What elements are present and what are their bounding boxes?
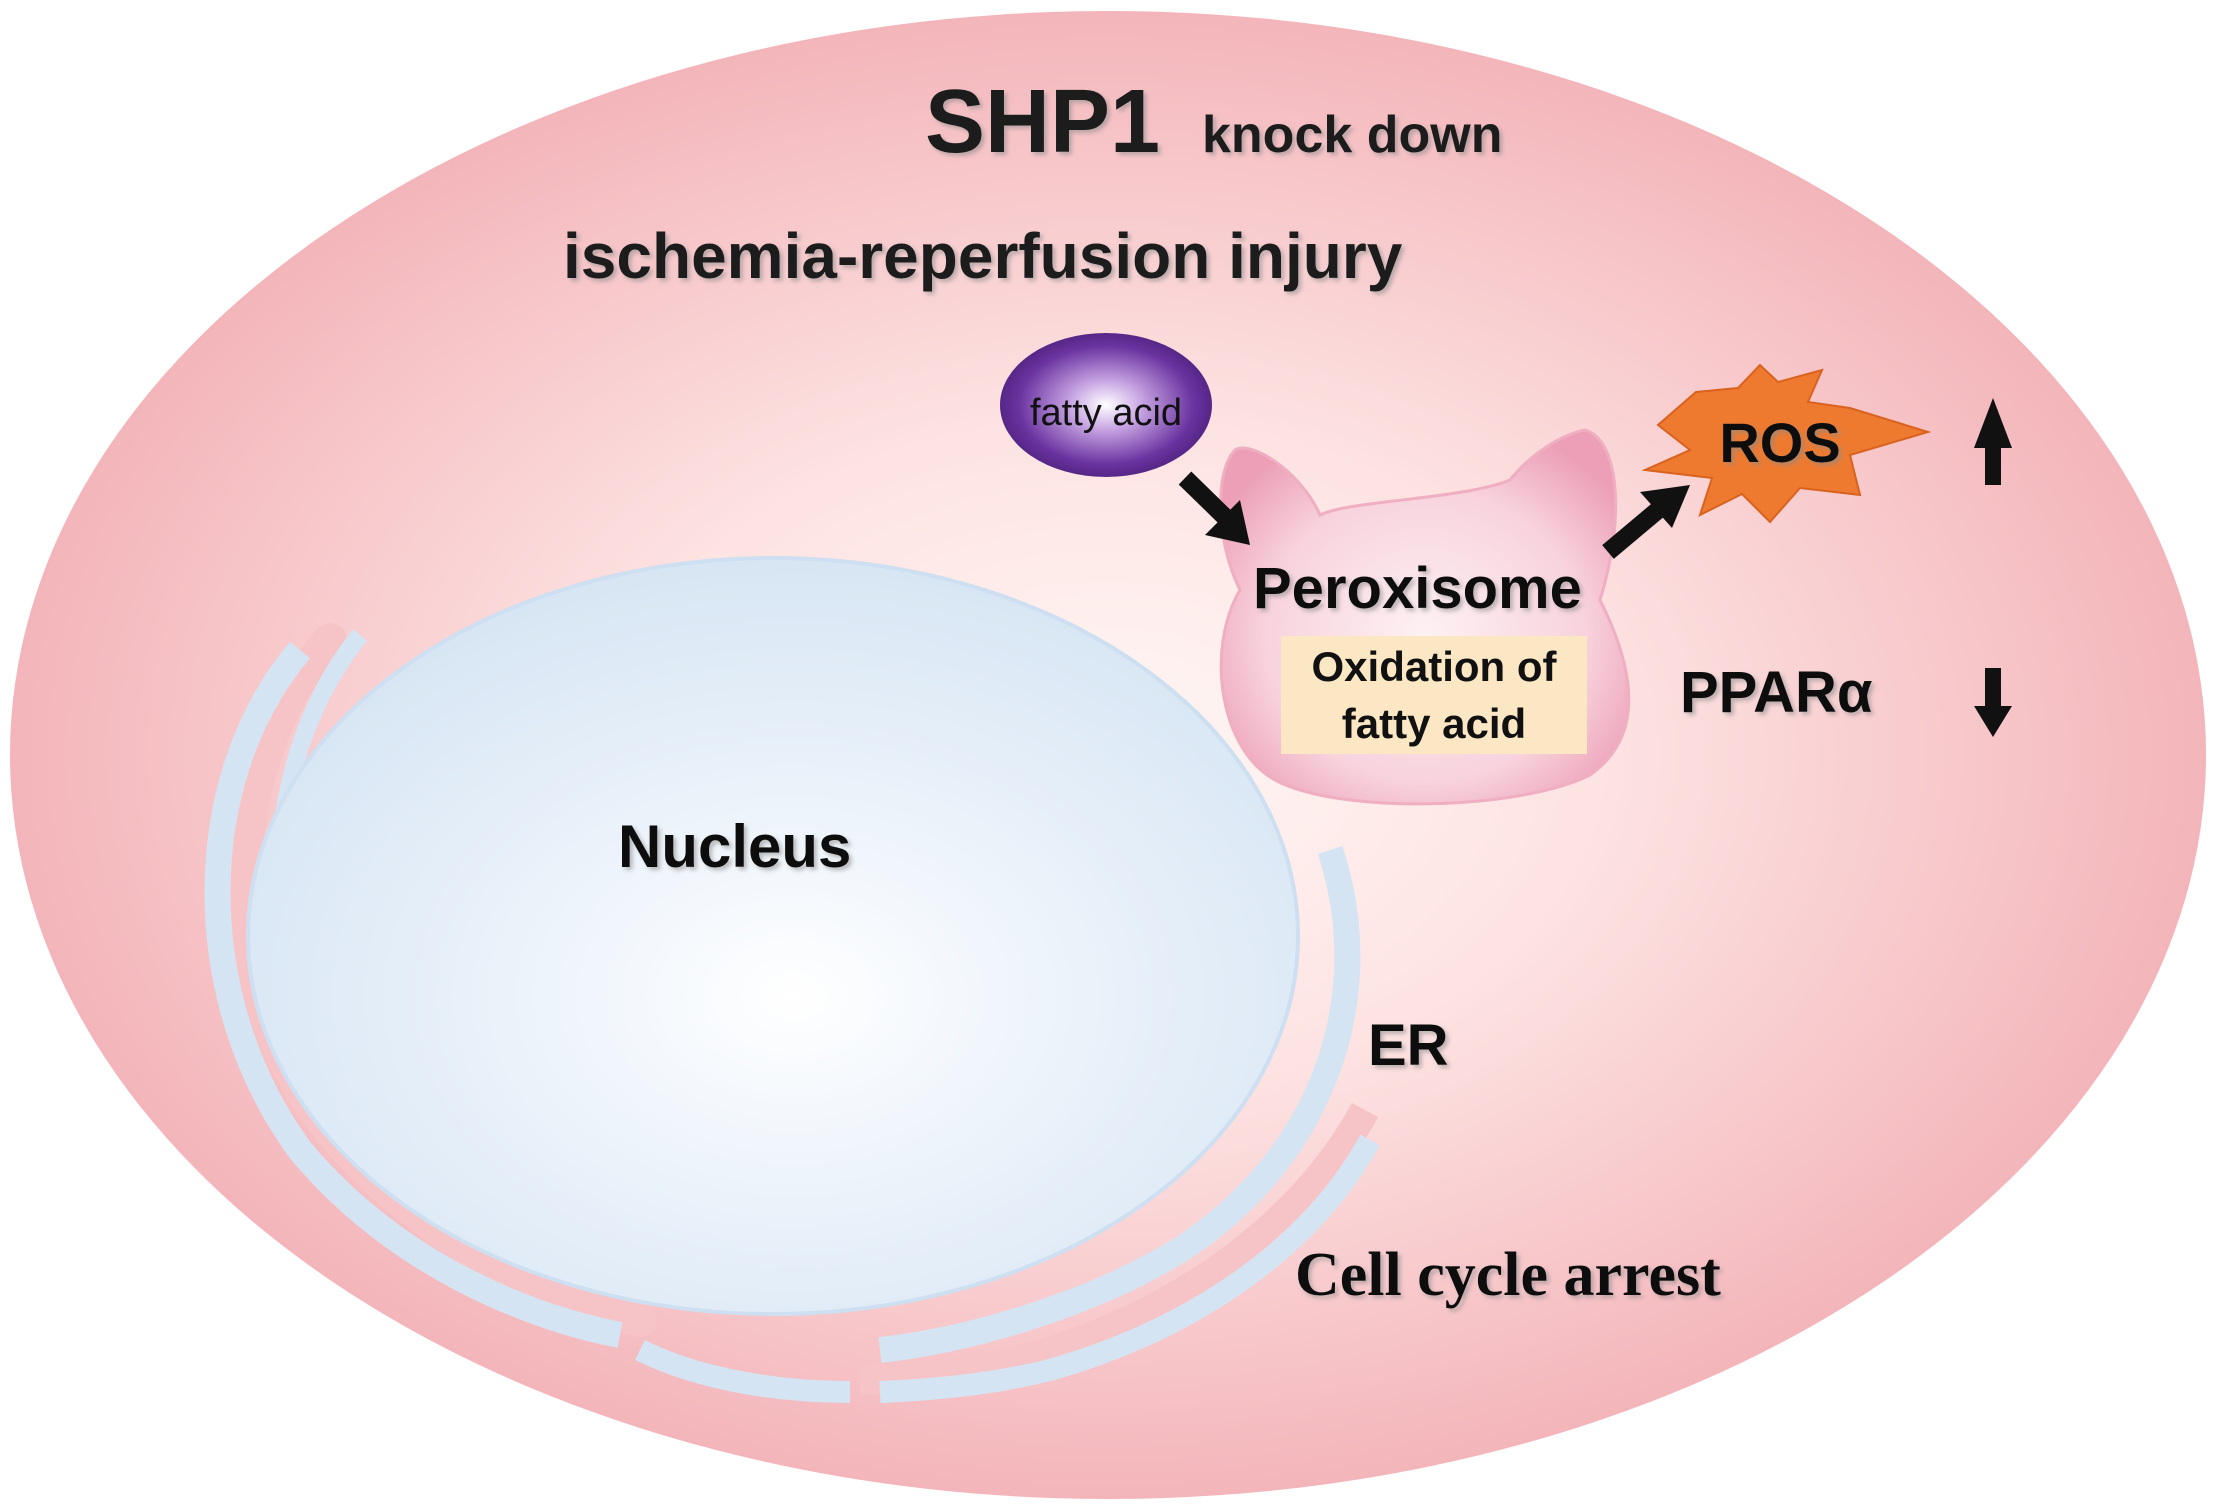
arrow-fatty-acid-to-peroxisome: [1178, 471, 1250, 545]
er-label: ER: [1368, 1013, 1449, 1078]
fatty-acid-molecule: [1000, 333, 1212, 477]
peroxisome-label: Peroxisome: [1253, 556, 1582, 621]
gene-label: SHP1: [925, 72, 1160, 172]
oxidation-label-line1: Oxidation of: [1312, 643, 1558, 690]
nucleus: [246, 556, 1300, 1316]
fatty-acid-label: fatty acid: [1030, 392, 1182, 434]
injury-label: ischemia-reperfusion injury: [563, 220, 1403, 292]
cell-cycle-label: Cell cycle arrest: [1295, 1241, 1721, 1309]
oxidation-label-line2: fatty acid: [1342, 700, 1526, 747]
condition-label: knock down: [1202, 106, 1502, 164]
down-arrow-icon: [1974, 668, 2012, 737]
up-arrow-icon: [1974, 398, 2012, 485]
arrow-peroxisome-to-ros: [1602, 485, 1690, 559]
ros-label: ROS: [1719, 411, 1840, 474]
ros-star: [1641, 363, 1932, 524]
nucleus-label: Nucleus: [618, 813, 851, 880]
oxidation-box: [1281, 636, 1587, 754]
ppar-label: PPARα: [1680, 660, 1873, 725]
